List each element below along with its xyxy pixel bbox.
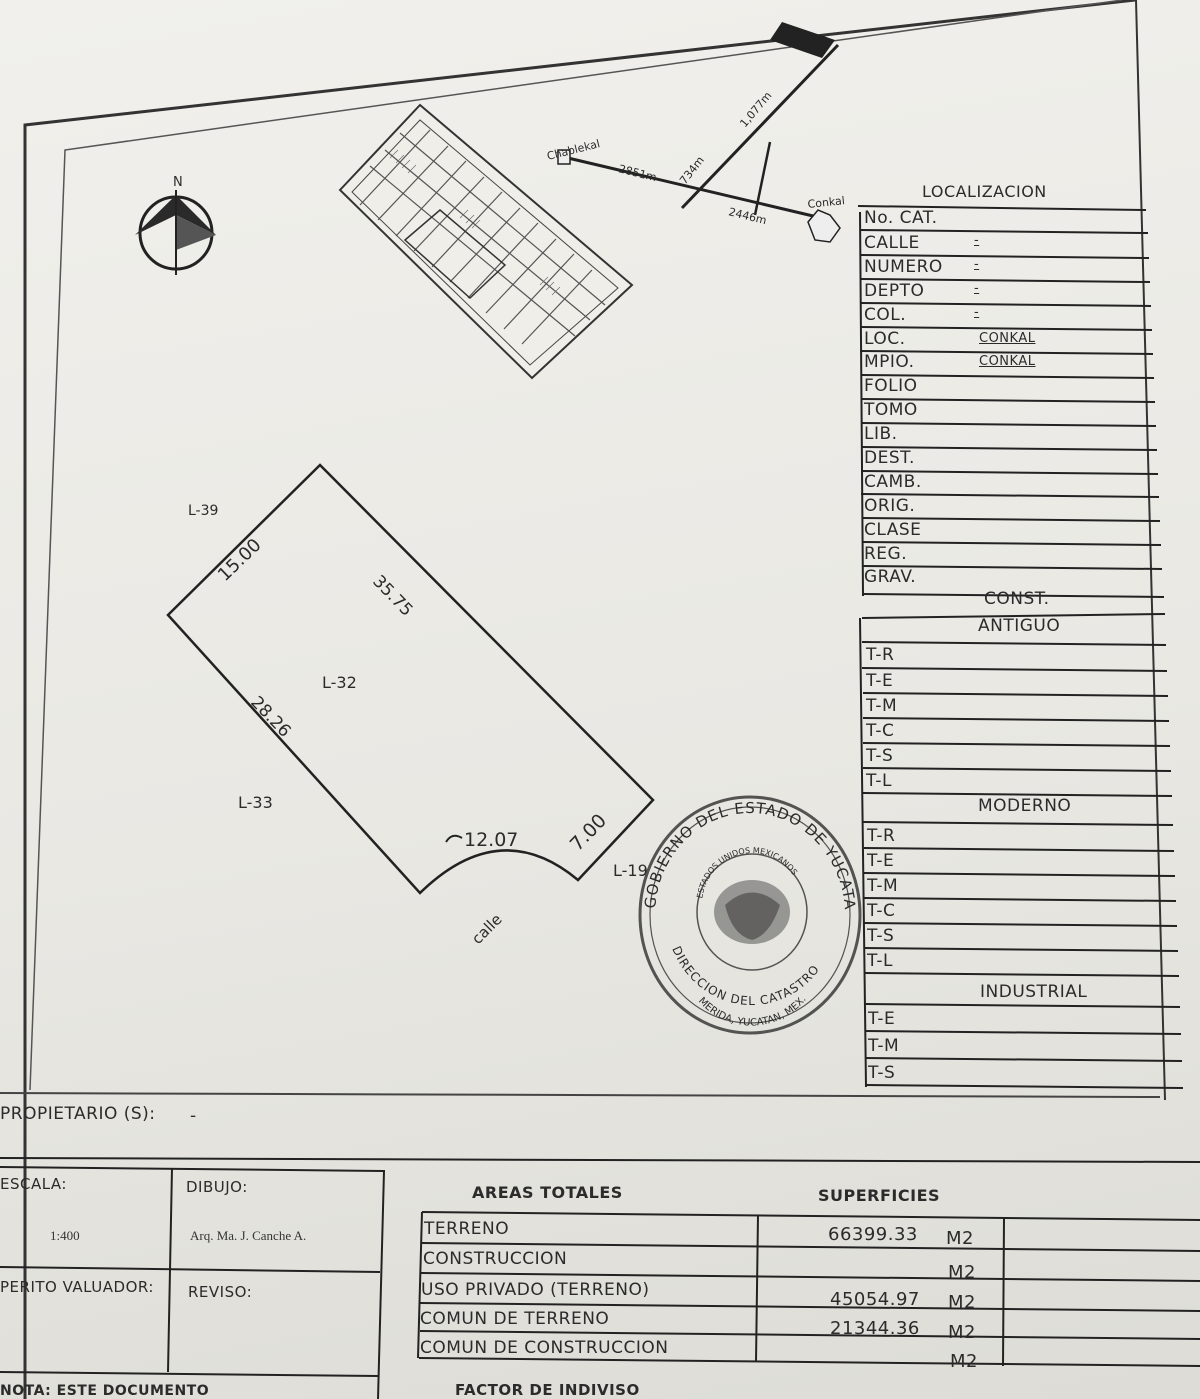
field-lib: LIB. <box>864 424 898 444</box>
right-frame <box>1135 0 1166 1101</box>
conkal-label: Conkal <box>807 194 846 211</box>
area-unit-comun-terreno: M2 <box>948 1322 976 1343</box>
moderno-row-ts: T-S <box>867 926 895 946</box>
field-orig: ORIG. <box>864 496 916 516</box>
side-length-bottom: 7.00 <box>566 810 611 856</box>
field-loc: LOC.CONKAL <box>864 329 1036 349</box>
area-unit-comun-construccion: M2 <box>950 1351 978 1372</box>
const-title: CONST. <box>984 589 1050 609</box>
propietario-label: PROPIETARIO (S): <box>0 1104 156 1124</box>
moderno-row-te: T-E <box>867 851 895 871</box>
propietario-value: - <box>190 1106 197 1126</box>
chablekal-marker <box>557 149 571 165</box>
area-unit-uso-privado: M2 <box>948 1292 976 1313</box>
lot-outline <box>166 463 655 895</box>
field-tomo: TOMO <box>864 400 918 420</box>
area-row-uso-privado: USO PRIVADO (TERRENO) <box>421 1280 650 1300</box>
plan-bottom-line <box>0 1092 1161 1098</box>
neighbor-label-north: L-39 <box>188 503 218 519</box>
industrial-row-tm: T-M <box>868 1036 900 1056</box>
moderno-header: MODERNO <box>978 796 1072 816</box>
factor-indiviso-label: FACTOR DE INDIVISO <box>455 1381 640 1399</box>
inner-frame <box>29 0 1123 1091</box>
area-value-uso-privado: 45054.97 <box>830 1289 920 1310</box>
field-numero: NUMERO- <box>864 257 980 277</box>
industrial-row-te: T-E <box>868 1009 896 1029</box>
area-row-construccion: CONSTRUCCION <box>423 1249 568 1269</box>
field-dest: DEST. <box>864 448 915 468</box>
antiguo-row-te: T-E <box>866 671 894 691</box>
area-row-terreno: TERRENO <box>424 1219 510 1239</box>
antiguo-row-tc: T-C <box>866 721 895 741</box>
field-folio: FOLIO <box>864 376 918 396</box>
antiguo-row-ts: T-S <box>866 746 894 766</box>
north-label: N <box>173 175 183 190</box>
location-map <box>557 22 841 243</box>
neighbor-label-east: L-19 <box>613 861 648 880</box>
antiguo-row-tl: T-L <box>866 771 892 791</box>
side-length-top: 15.00 <box>214 535 266 586</box>
distance-label-4: 2446m <box>727 205 768 227</box>
outer-frame <box>23 0 1136 1399</box>
conkal-marker <box>807 209 841 243</box>
dibujo-label: DIBUJO: <box>186 1178 248 1196</box>
area-unit-construccion: M2 <box>948 1262 976 1283</box>
area-unit-terreno: M2 <box>946 1228 974 1249</box>
distance-label-2: 734m <box>677 154 707 187</box>
moderno-row-tl: T-L <box>867 951 893 971</box>
dibujo-value: Arq. Ma. J. Canche A. <box>190 1228 307 1243</box>
field-camb: CAMB. <box>864 472 922 492</box>
north-arrow-icon <box>135 190 216 275</box>
field-calle: CALLE- <box>864 233 980 253</box>
antiguo-header: ANTIGUO <box>978 616 1061 636</box>
field-clase: CLASE <box>864 520 922 540</box>
moderno-row-tm: T-M <box>867 876 899 896</box>
antiguo-row-tm: T-M <box>866 696 898 716</box>
official-seal <box>638 795 862 1035</box>
area-value-terreno: 66399.33 <box>828 1224 918 1245</box>
right-table-grid <box>857 205 1184 1089</box>
escala-value: 1:400 <box>50 1228 80 1243</box>
field-col: COL.- <box>864 305 980 325</box>
superficies-title: SUPERFICIES <box>818 1186 941 1205</box>
neighbor-label-west: L-33 <box>238 793 273 812</box>
localizacion-title: LOCALIZACION <box>922 182 1047 201</box>
area-row-comun-construccion: COMUN DE CONSTRUCCION <box>420 1338 669 1358</box>
subdivision-plan <box>338 103 634 380</box>
area-row-comun-terreno: COMUN DE TERRENO <box>420 1309 610 1329</box>
field-no-cat: No. CAT. <box>864 208 938 228</box>
field-reg: REG. <box>864 544 908 564</box>
distance-label-1: 1,077m <box>737 89 774 130</box>
arc-symbol-icon <box>445 834 463 843</box>
arc-length: 12.07 <box>464 829 518 851</box>
perito-valuador-label: PERITO VALUADOR: <box>0 1278 154 1296</box>
side-length-left: 28.26 <box>246 693 294 742</box>
antiguo-row-tr: T-R <box>866 645 895 665</box>
street-label: calle <box>468 910 505 947</box>
reviso-label: REVISO: <box>188 1283 253 1301</box>
field-depto: DEPTO- <box>864 281 980 301</box>
escala-label: ESCALA: <box>0 1175 67 1193</box>
moderno-row-tr: T-R <box>867 826 896 846</box>
industrial-header: INDUSTRIAL <box>980 982 1088 1002</box>
side-length-right: 35.75 <box>368 572 416 621</box>
nota-label: NOTA: ESTE DOCUMENTO <box>0 1383 210 1399</box>
areas-totales-title: AREAS TOTALES <box>472 1183 623 1202</box>
distance-label-3: 2851m <box>617 162 658 184</box>
lot-label: L-32 <box>322 673 357 692</box>
industrial-row-ts: T-S <box>868 1063 896 1083</box>
bottom-table-grid <box>0 1157 1200 1399</box>
road-end-marker <box>770 22 835 58</box>
field-grav: GRAV. <box>864 567 917 587</box>
moderno-row-tc: T-C <box>867 901 896 921</box>
area-value-comun-terreno: 21344.36 <box>830 1318 920 1339</box>
field-mpio: MPIO.CONKAL <box>864 352 1036 372</box>
